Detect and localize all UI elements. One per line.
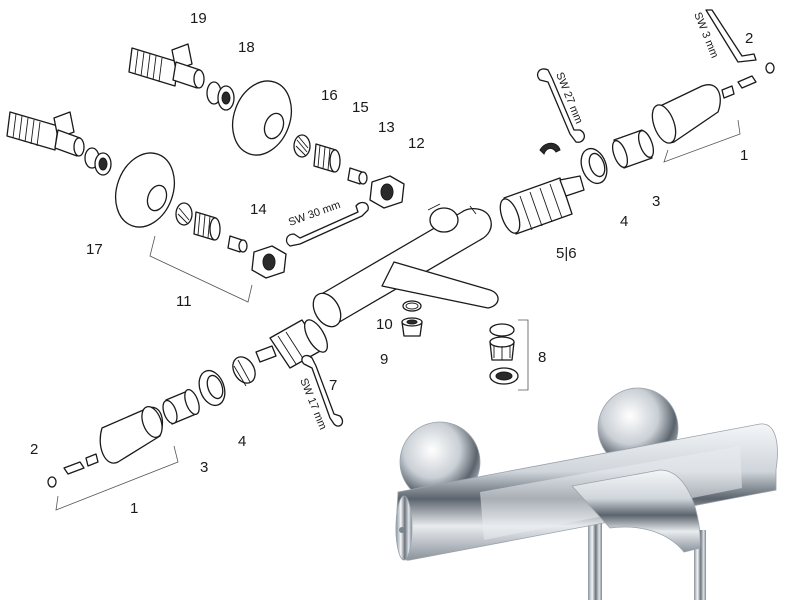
label-19: 19 bbox=[190, 10, 207, 27]
part-17-s-union-left bbox=[6, 111, 112, 176]
part-13-insert bbox=[347, 167, 368, 185]
wrench-sw27 bbox=[536, 68, 586, 143]
part-4-ring-right bbox=[580, 147, 608, 185]
part-4-ring-left bbox=[198, 369, 226, 407]
label-3-right: 3 bbox=[652, 193, 660, 210]
label-4-left: 4 bbox=[238, 433, 246, 450]
label-2-left: 2 bbox=[30, 441, 38, 458]
part-10-seal bbox=[402, 300, 422, 312]
wrench-sw30 bbox=[285, 201, 369, 247]
label-3-left: 3 bbox=[200, 459, 208, 476]
label-4-right: 4 bbox=[620, 213, 628, 230]
escutcheon-top bbox=[232, 80, 292, 156]
part-5-6-cartridge bbox=[499, 142, 585, 235]
part-1-handle-left bbox=[55, 406, 179, 511]
part-2-screw-left bbox=[47, 453, 99, 488]
mixer-photo bbox=[395, 387, 778, 600]
label-7: 7 bbox=[329, 377, 337, 394]
part-9-aerator bbox=[401, 317, 423, 337]
label-18: 18 bbox=[238, 39, 255, 56]
part-3-adapter-right bbox=[611, 129, 655, 169]
part-cartridge-ring-left bbox=[232, 356, 256, 387]
label-1-right: 1 bbox=[740, 147, 748, 164]
mixer-body-outline bbox=[312, 203, 499, 328]
part-7-cartridge-left bbox=[255, 319, 329, 369]
label-1-left: 1 bbox=[130, 500, 138, 517]
label-13: 13 bbox=[378, 119, 395, 136]
part-1-handle-right bbox=[651, 84, 741, 163]
label-2-right: 2 bbox=[745, 30, 753, 47]
escutcheon-left bbox=[115, 152, 175, 228]
label-11: 11 bbox=[176, 293, 192, 310]
label-15: 15 bbox=[352, 99, 369, 116]
part-8-group bbox=[489, 319, 529, 391]
hex-key-sw3 bbox=[705, 9, 757, 63]
part-12-hex-nut bbox=[369, 175, 405, 209]
part-18-ring bbox=[206, 81, 235, 111]
part-16-filter bbox=[293, 134, 311, 158]
label-14: 14 bbox=[250, 201, 267, 218]
label-10: 10 bbox=[376, 316, 393, 333]
label-12: 12 bbox=[408, 135, 425, 152]
label-5-6: 5|6 bbox=[556, 245, 577, 262]
part-11-group bbox=[149, 202, 287, 303]
part-15-check-valve bbox=[313, 143, 341, 173]
label-16: 16 bbox=[321, 87, 338, 104]
label-17: 17 bbox=[86, 241, 103, 258]
part-3-adapter-left bbox=[162, 388, 200, 425]
part-2-screw-right bbox=[721, 62, 775, 99]
wrench-sw17 bbox=[301, 354, 344, 427]
part-19-s-union-top bbox=[128, 43, 205, 89]
label-sw17: SW 17 mm bbox=[297, 377, 329, 432]
label-8: 8 bbox=[538, 349, 546, 366]
label-9: 9 bbox=[380, 351, 388, 368]
